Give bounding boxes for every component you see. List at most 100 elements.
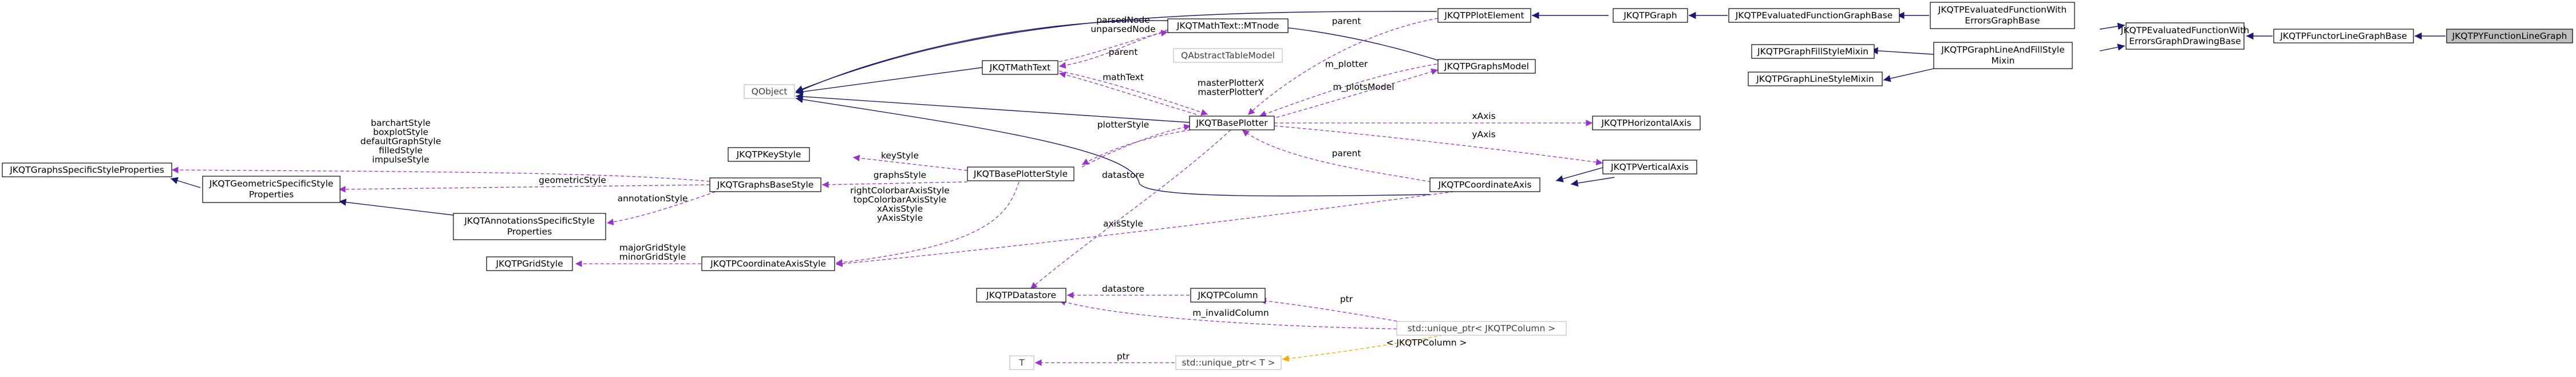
node-column[interactable]: JKQTPColumn [1190,288,1266,303]
node-coordinateaxis[interactable]: JKQTPCoordinateAxis [1429,177,1540,192]
edge-baseplotter-vaxis [1274,125,1603,166]
node-annotationsspecificstyleproperties[interactable]: JKQTAnnotationsSpecificStyle Properties [453,213,606,240]
svg-text:std::unique_ptr< T >: std::unique_ptr< T > [1182,358,1275,368]
node-uniqueptr-t[interactable]: std::unique_ptr< T > [1175,355,1282,370]
label-parent-ax: parent [1332,148,1361,158]
node-mathtext-mtnode[interactable]: JKQTMathText::MTnode [1167,18,1289,33]
edges [170,11,2445,366]
svg-text:JKQTPGraphLineAndFillStyle: JKQTPGraphLineAndFillStyle [1941,45,2065,55]
node-coordinateaxisstyle[interactable]: JKQTPCoordinateAxisStyle [701,256,835,271]
label-masterplotterx: masterPlotterX [1198,78,1265,88]
node-horizontalaxis[interactable]: JKQTPHorizontalAxis [1592,116,1701,130]
svg-text:JKQTBasePlotter: JKQTBasePlotter [1195,118,1268,128]
edge-baseplotter-datastore [1030,129,1231,289]
label-yaxis: yAxis [1472,129,1495,140]
node-geometricspecificstyleproperties[interactable]: JKQTGeometricSpecificStyle Properties [202,176,341,203]
edge-baseplotter-bpstyle [1081,129,1191,165]
node-graphsmodel[interactable]: JKQTPGraphsModel [1437,59,1536,74]
svg-text:JKQTMathText::MTnode: JKQTMathText::MTnode [1176,21,1279,31]
edge-qobject-mathtext [795,67,983,96]
svg-text:JKQTPEvaluatedFunctionGraphBas: JKQTPEvaluatedFunctionGraphBase [1735,10,1893,21]
edge-eferr-eferrdraw [2099,22,2125,30]
node-evaluatedfunctionwitherrorsgraphdrawingbase[interactable]: JKQTPEvaluatedFunctionWith ErrorsGraphDr… [2120,22,2249,50]
edge-axisstyle-coordaxis [835,191,1455,267]
node-keystyle[interactable]: JKQTPKeyStyle [728,147,810,162]
edge-linemixin-linefill [1883,68,1934,82]
label-m-plotter: m_plotter [1325,59,1368,70]
svg-text:JKQTPDatastore: JKQTPDatastore [986,290,1056,300]
svg-text:Mixin: Mixin [1992,55,2015,66]
node-baseplotter[interactable]: JKQTBasePlotter [1189,116,1275,130]
edge-geomstyle-graphsbase [338,184,710,193]
svg-text:JKQTPFunctorLineGraphBase: JKQTPFunctorLineGraphBase [2279,31,2407,41]
edge-qobject-coordaxis [795,96,1431,197]
node-gridstyle[interactable]: JKQTPGridStyle [486,256,573,271]
svg-text:JKQTGraphsSpecificStylePropert: JKQTGraphsSpecificStyleProperties [9,165,164,175]
edge-plotelem-baseplotter [1247,18,1439,116]
node-graph[interactable]: JKQTPGraph [1613,8,1688,23]
edge-linefill-eferrdraw [2099,43,2125,51]
node-qobject[interactable]: QObject [744,84,795,99]
svg-text:JKQTPHorizontalAxis: JKQTPHorizontalAxis [1601,118,1691,128]
edge-uptrcol-uptrt [1282,331,1460,362]
svg-text:JKQTMathText: JKQTMathText [989,62,1051,73]
svg-text:JKQTPGraphsModel: JKQTPGraphsModel [1444,61,1529,72]
svg-text:JKQTPEvaluatedFunctionWith: JKQTPEvaluatedFunctionWith [2120,25,2249,35]
svg-text:JKQTPCoordinateAxis: JKQTPCoordinateAxis [1438,180,1532,190]
edge-baseplotter-graphsmodel [1270,68,1439,120]
edge-axisstyle-bpstyle [835,181,1020,266]
label-barchartstyle: barchartStyle [371,118,431,128]
svg-text:JKQTPCoordinateAxisStyle: JKQTPCoordinateAxisStyle [710,259,826,269]
svg-text:ErrorsGraphBase: ErrorsGraphBase [1965,15,2040,26]
svg-text:Properties: Properties [249,189,294,200]
nodes: JKQTPYFunctionLineGraph JKQTPFunctorLine… [2,2,2573,370]
svg-text:T: T [1018,358,1025,368]
node-plotelement[interactable]: JKQTPPlotElement [1437,8,1531,23]
edge-specstyle-graphsbase [171,166,710,182]
edge-fillmixin-linefill [1870,47,1934,55]
node-evaluatedfunctiongraphbase[interactable]: JKQTPEvaluatedFunctionGraphBase [1728,8,1900,23]
node-datastore[interactable]: JKQTPDatastore [976,288,1066,303]
node-graphlinestylemixin[interactable]: JKQTPGraphLineStyleMixin [1748,72,1883,86]
label-filledstyle: filledStyle [379,145,423,156]
svg-text:JKQTBasePlotterStyle: JKQTBasePlotterStyle [973,169,1068,179]
node-baseplotterstyle[interactable]: JKQTBasePlotterStyle [967,166,1074,181]
node-graphlineandfillstylemixin[interactable]: JKQTPGraphLineAndFillStyle Mixin [1933,42,2073,69]
node-graphsbasestyle[interactable]: JKQTGraphsBaseStyle [709,177,821,192]
node-evaluatedfunctionwitherrorsgraphbase[interactable]: JKQTPEvaluatedFunctionWith ErrorsGraphBa… [1930,2,2075,29]
edge-labels: parsedNode unparsedNode parent mathText … [360,15,1495,362]
label-axisstyle: axisStyle [1103,219,1143,229]
edge-bpstyle-baseplotter [1081,124,1191,168]
node-uniqueptr-column[interactable]: std::unique_ptr< JKQTPColumn > [1396,321,1567,336]
svg-text:std::unique_ptr< JKQTPColumn >: std::unique_ptr< JKQTPColumn > [1408,323,1556,334]
node-mathtext[interactable]: JKQTMathText [982,60,1058,75]
svg-text:JKQTAnnotationsSpecificStyle: JKQTAnnotationsSpecificStyle [464,216,595,226]
label-plotterstyle: plotterStyle [1097,120,1149,130]
svg-text:JKQTPGridStyle: JKQTPGridStyle [495,259,563,269]
svg-text:JKQTGeometricSpecificStyle: JKQTGeometricSpecificStyle [209,178,334,189]
node-yfunctionlinegraph[interactable]: JKQTPYFunctionLineGraph [2446,29,2573,43]
svg-text:JKQTPEvaluatedFunctionWith: JKQTPEvaluatedFunctionWith [1938,5,2067,15]
label-graphsstyle: graphsStyle [874,170,926,180]
node-t[interactable]: T [1009,355,1034,370]
edge-baseplotter-mathtext [1058,72,1197,115]
label-topcolorbar: topColorbarAxisStyle [854,195,947,205]
svg-text:JKQTGraphsBaseStyle: JKQTGraphsBaseStyle [717,180,814,190]
edge-annostyle-graphsbase [606,191,716,225]
label-datastore-col: datastore [1102,284,1144,294]
edge-datastore-uptrcol [1058,299,1397,330]
edge-abstbl-graphsmodel [795,20,1455,93]
label-majorgridstyle: majorGridStyle [619,243,686,253]
label-parent-pe: parent [1332,16,1361,26]
node-functorlinegraphbase[interactable]: JKQTPFunctorLineGraphBase [2273,29,2414,43]
node-graphfillstylemixin[interactable]: JKQTPGraphFillStyleMixin [1751,44,1875,59]
edge-geomstyle-specstyle [170,177,201,188]
edge-coordaxis-haxis [1570,177,1615,187]
edge-keystyle-bpstyle [852,154,968,171]
svg-text:JKQTPKeyStyle: JKQTPKeyStyle [736,149,801,160]
node-graphsspecificstyleproperties[interactable]: JKQTGraphsSpecificStyleProperties [2,162,172,177]
label-boxplotstyle: boxplotStyle [373,127,429,137]
node-verticalaxis[interactable]: JKQTPVerticalAxis [1602,160,1697,174]
node-qabstracttablemodel[interactable]: QAbstractTableModel [1173,48,1283,63]
label-parent-mt: parent [1109,47,1138,57]
